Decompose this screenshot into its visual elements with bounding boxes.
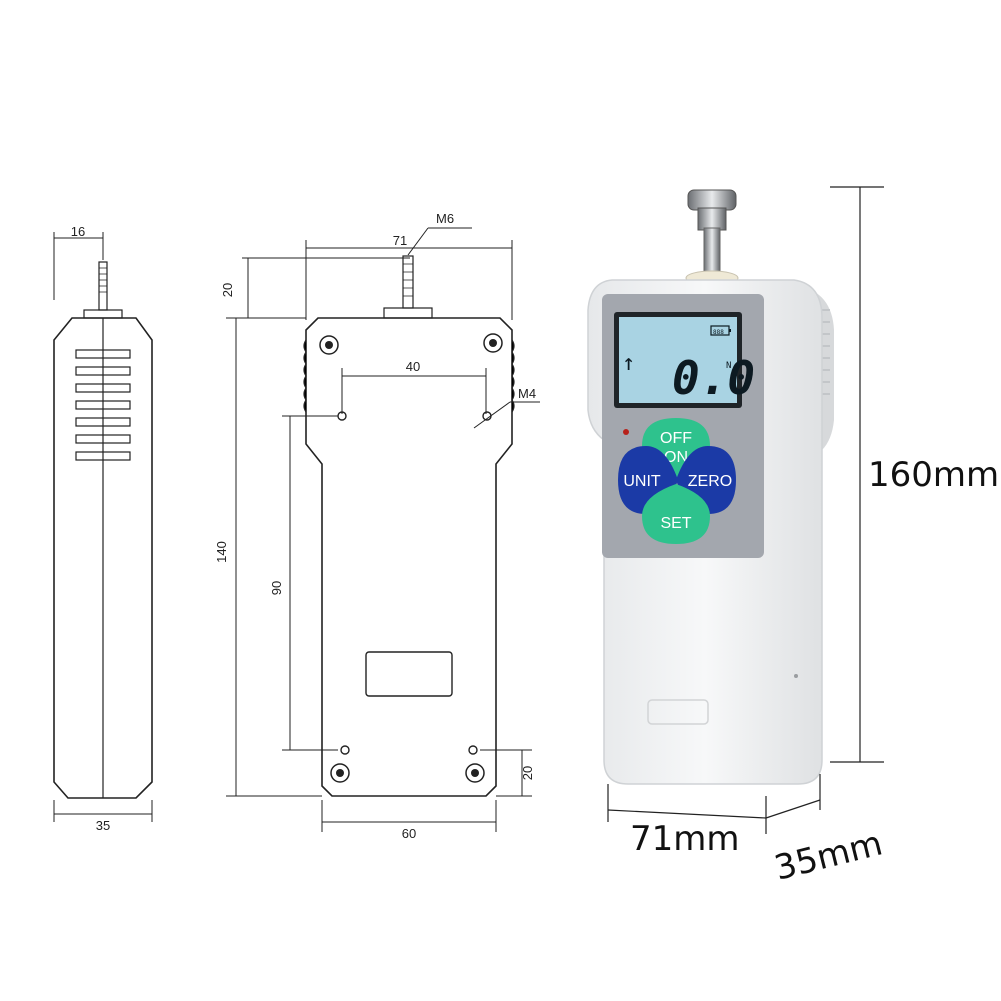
height-dimension-label: 160mm xyxy=(868,455,999,495)
width-dimension-label: 71mm xyxy=(630,819,740,859)
device-label-slot xyxy=(647,699,709,725)
side-body-outline xyxy=(53,317,153,799)
side-view: 16 35 xyxy=(53,224,153,833)
hex-screw-icon xyxy=(319,335,339,355)
hex-screw-icon xyxy=(465,763,485,783)
side-vent-slots xyxy=(75,349,131,461)
set-button[interactable]: SET xyxy=(642,484,710,544)
thread-label: M6 xyxy=(436,211,454,226)
mount-hole xyxy=(340,745,350,755)
overall-height-label: 140 xyxy=(214,541,229,563)
depth-dimension-label: 35mm xyxy=(771,823,887,888)
bottom-width-label: 60 xyxy=(402,826,416,841)
status-led xyxy=(623,429,629,435)
side-top-width-label: 16 xyxy=(71,224,85,239)
side-body-width-label: 35 xyxy=(96,818,110,833)
lcd-unit: N xyxy=(726,361,731,371)
back-top-height-label: 20 xyxy=(220,283,235,297)
hole-spacing-label: 40 xyxy=(406,359,420,374)
battery-text: 888 xyxy=(713,329,724,336)
back-body-outline xyxy=(305,317,513,797)
svg-text:ON: ON xyxy=(664,449,688,466)
hex-screw-icon xyxy=(483,333,503,353)
mount-hole xyxy=(468,745,478,755)
svg-text:SET: SET xyxy=(660,515,691,532)
battery-icon xyxy=(710,325,731,336)
svg-text:ZERO: ZERO xyxy=(688,473,732,490)
lcd-screen xyxy=(619,317,737,403)
label-window xyxy=(365,651,453,697)
hex-screw-icon xyxy=(330,763,350,783)
device-illustration: ↑ 0.0 N 888 OFF ON UNIT ZERO SET xyxy=(587,186,999,889)
svg-text:UNIT: UNIT xyxy=(623,473,661,490)
lcd-reading: 0.0 xyxy=(672,351,755,405)
hole-height-label: 90 xyxy=(269,581,284,595)
svg-text:OFF: OFF xyxy=(660,430,692,447)
lcd-arrow: ↑ xyxy=(622,351,635,376)
back-view: 71 M6 20 xyxy=(214,211,540,841)
bottom-offset-label: 20 xyxy=(520,766,535,780)
back-top-width-label: 71 xyxy=(393,233,407,248)
mount-label: M4 xyxy=(518,386,536,401)
